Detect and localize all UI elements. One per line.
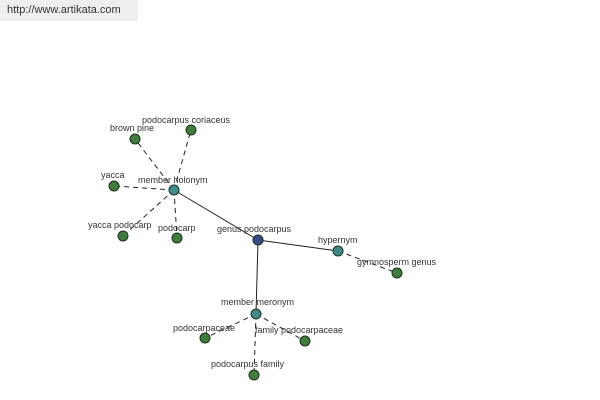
- edge-hypernym-to-gymnosperm-genus: [337, 250, 398, 274]
- node-dot-hypernym[interactable]: [332, 245, 344, 257]
- node-member-meronym[interactable]: member meronym: [221, 297, 294, 320]
- edge-member-holonym-to-podocarp: [173, 189, 178, 239]
- node-dot-family-podocarpaceae[interactable]: [299, 335, 311, 347]
- edge-genus-podocarpus-to-hypernym: [257, 239, 339, 252]
- edge-member-meronym-to-family-podocarpaceae: [255, 313, 306, 342]
- node-member-holonym[interactable]: member holonym: [138, 175, 208, 196]
- node-dot-podocarpaceae[interactable]: [199, 332, 211, 344]
- edge-member-holonym-to-yacca: [113, 185, 175, 191]
- node-label-hypernym[interactable]: hypernym: [318, 235, 358, 245]
- edge-member-meronym-to-podocarpus-family: [253, 313, 257, 376]
- node-dot-yacca[interactable]: [108, 180, 120, 192]
- node-family-podocarpaceae[interactable]: family podocarpaceae: [255, 325, 343, 347]
- node-label-gymnosperm-genus[interactable]: gymnosperm genus: [357, 257, 437, 267]
- node-yacca-podocarp[interactable]: yacca podocarp: [88, 220, 152, 242]
- node-podocarpus-coriaceus[interactable]: podocarpus coriaceus: [142, 115, 231, 136]
- node-dot-genus-podocarpus[interactable]: [252, 234, 264, 246]
- node-label-podocarp[interactable]: podocarp: [158, 223, 196, 233]
- source-url[interactable]: http://www.artikata.com: [0, 0, 138, 21]
- node-dot-member-meronym[interactable]: [250, 308, 262, 320]
- node-label-podocarpus-family[interactable]: podocarpus family: [211, 359, 285, 369]
- edge-genus-podocarpus-to-member-meronym: [255, 239, 259, 315]
- edge-member-meronym-to-podocarpaceae: [204, 313, 257, 339]
- node-gymnosperm-genus[interactable]: gymnosperm genus: [357, 257, 437, 279]
- node-label-brown-pine[interactable]: brown pine: [110, 123, 154, 133]
- node-label-genus-podocarpus[interactable]: genus podocarpus: [217, 224, 292, 234]
- node-dot-gymnosperm-genus[interactable]: [391, 267, 403, 279]
- node-label-podocarpus-coriaceus[interactable]: podocarpus coriaceus: [142, 115, 231, 125]
- node-dot-podocarpus-family[interactable]: [248, 369, 260, 381]
- node-podocarpaceae[interactable]: podocarpaceae: [173, 323, 235, 344]
- node-label-family-podocarpaceae[interactable]: family podocarpaceae: [255, 325, 343, 335]
- graph-nodes: genus podocarpus member holonym hypernym me…: [88, 115, 437, 381]
- node-label-yacca-podocarp[interactable]: yacca podocarp: [88, 220, 152, 230]
- node-dot-yacca-podocarp[interactable]: [117, 230, 129, 242]
- node-dot-member-holonym[interactable]: [168, 184, 180, 196]
- edge-member-holonym-to-podocarpus-coriaceus: [173, 129, 192, 191]
- node-genus-podocarpus[interactable]: genus podocarpus: [217, 224, 292, 246]
- node-podocarpus-family[interactable]: podocarpus family: [211, 359, 285, 381]
- edge-genus-podocarpus-to-member-holonym: [173, 189, 259, 241]
- node-brown-pine[interactable]: brown pine: [110, 123, 154, 145]
- node-hypernym[interactable]: hypernym: [318, 235, 358, 257]
- node-label-member-holonym[interactable]: member holonym: [138, 175, 208, 185]
- node-yacca[interactable]: yacca: [101, 170, 125, 192]
- node-dot-podocarpus-coriaceus[interactable]: [185, 124, 197, 136]
- edge-member-holonym-to-yacca-podocarp: [122, 189, 175, 237]
- node-label-podocarpaceae[interactable]: podocarpaceae: [173, 323, 235, 333]
- node-podocarp[interactable]: podocarp: [158, 223, 196, 244]
- node-label-yacca[interactable]: yacca: [101, 170, 125, 180]
- node-dot-podocarp[interactable]: [171, 232, 183, 244]
- edge-member-holonym-to-brown-pine: [134, 138, 175, 191]
- node-label-member-meronym[interactable]: member meronym: [221, 297, 294, 307]
- graph-edges: [113, 129, 398, 376]
- node-dot-brown-pine[interactable]: [129, 133, 141, 145]
